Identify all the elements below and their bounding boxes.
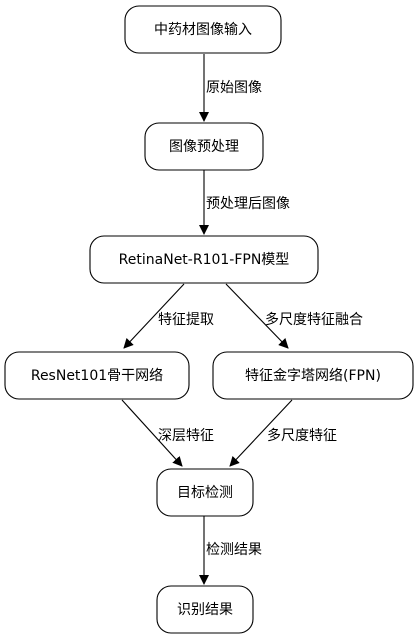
node-recognition-result-label: 识别结果 — [177, 602, 233, 618]
edge-label-feature-extraction: 特征提取 — [158, 312, 214, 328]
edge-label-deep-features: 深层特征 — [158, 428, 214, 444]
node-object-detection-label: 目标检测 — [177, 485, 233, 501]
node-image-input-label: 中药材图像输入 — [154, 22, 252, 38]
node-retinanet-model-label: RetinaNet-R101-FPN模型 — [119, 252, 290, 268]
node-fpn: 特征金字塔网络(FPN) — [212, 351, 414, 400]
edge-model-to-fpn: 多尺度特征融合 — [225, 283, 363, 349]
edge-label-multiscale-features: 多尺度特征 — [267, 427, 337, 444]
edge-preprocess-to-model: 预处理后图像 — [199, 170, 290, 235]
edge-fpn-to-detect: 多尺度特征 — [229, 399, 337, 467]
edge-label-original-image: 原始图像 — [206, 80, 262, 96]
node-recognition-result: 识别结果 — [156, 585, 254, 634]
edge-model-to-backbone: 特征提取 — [123, 283, 214, 349]
node-preprocess-label: 图像预处理 — [169, 139, 239, 155]
edge-label-preprocessed-image: 预处理后图像 — [206, 196, 290, 212]
node-retinanet-model: RetinaNet-R101-FPN模型 — [89, 235, 319, 284]
node-object-detection: 目标检测 — [156, 468, 254, 517]
node-resnet-backbone-label: ResNet101骨干网络 — [31, 368, 163, 384]
edge-detect-to-result: 检测结果 — [199, 516, 262, 585]
node-image-input: 中药材图像输入 — [124, 5, 282, 54]
node-fpn-label: 特征金字塔网络(FPN) — [245, 368, 381, 384]
node-resnet-backbone: ResNet101骨干网络 — [4, 351, 190, 400]
edge-input-to-preprocess: 原始图像 — [199, 54, 262, 122]
edge-label-detection-result: 检测结果 — [206, 542, 262, 558]
node-preprocess: 图像预处理 — [144, 122, 264, 171]
edge-backbone-to-detect: 深层特征 — [121, 399, 214, 467]
edge-label-multiscale-fusion: 多尺度特征融合 — [265, 311, 363, 328]
